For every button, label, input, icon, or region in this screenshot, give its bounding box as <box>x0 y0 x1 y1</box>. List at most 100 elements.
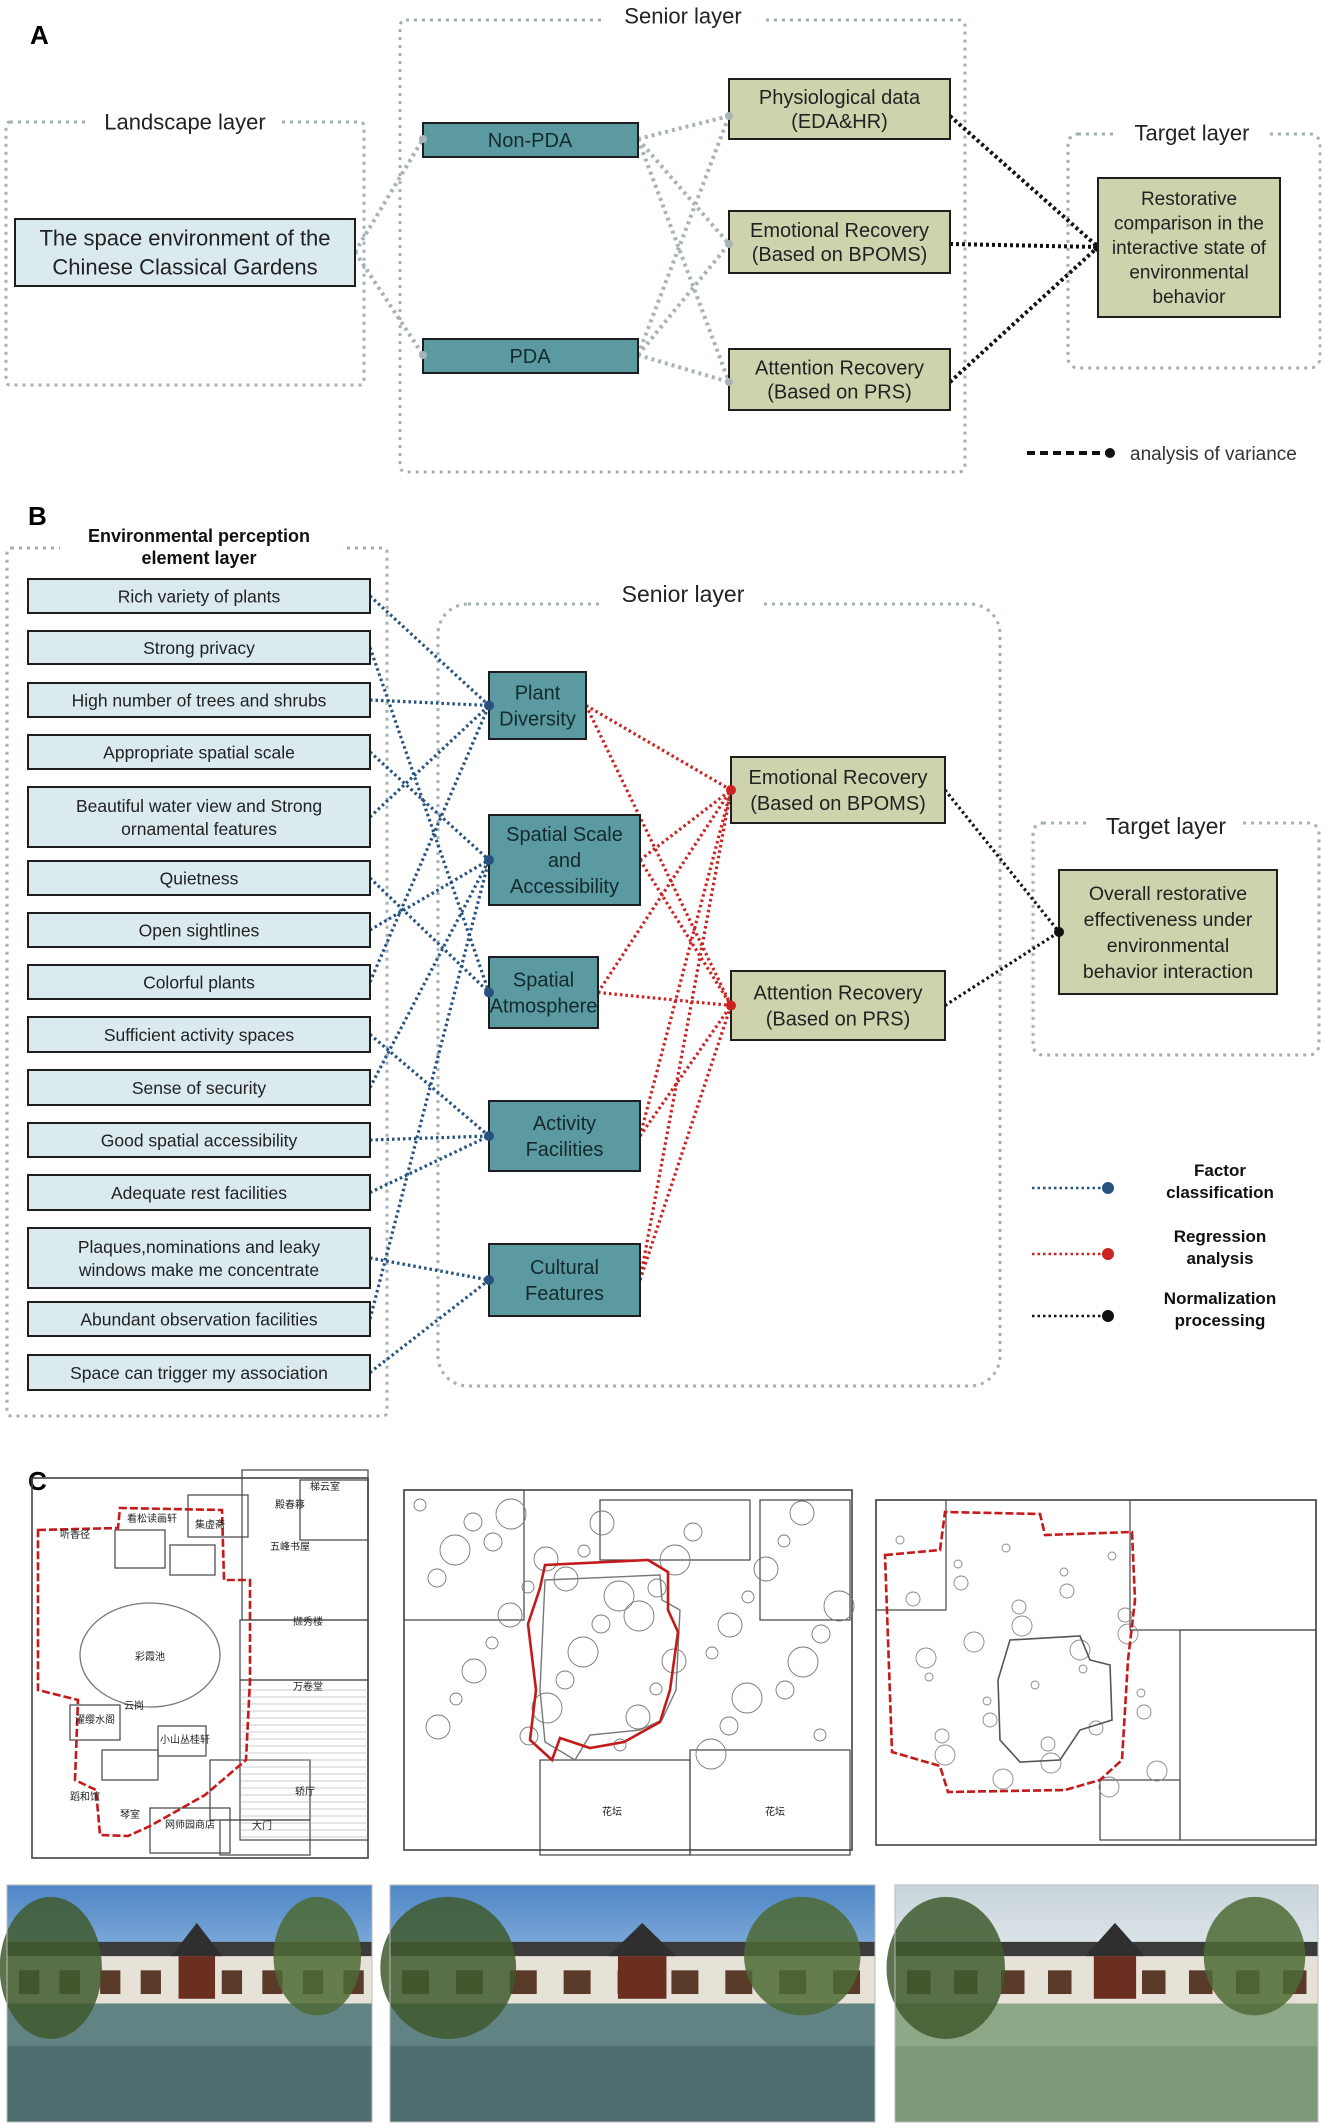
element-node <box>27 1069 371 1106</box>
plan-label: 小山丛桂轩 <box>160 1733 210 1746</box>
photo-pavilion-roof <box>1085 1922 1145 1957</box>
regression-connector <box>585 704 732 792</box>
garden-plan-1: 听香径看松读画轩集虚斋五峰书屋彩霞池濯缨水阁云岗小山丛桂轩蹈和馆琴室殿春簃撷秀楼… <box>31 1469 369 1859</box>
factor-node-text: and <box>548 850 581 872</box>
plan-tree <box>647 1578 667 1598</box>
plan-tree <box>717 1612 743 1638</box>
element-node-text: Good spatial accessibility <box>101 1130 298 1150</box>
outcome-node-emo <box>728 210 951 274</box>
plan-rock <box>982 1696 992 1706</box>
plan-tree <box>741 1590 755 1604</box>
plan-tree <box>483 1532 503 1552</box>
element-node-text: Sufficient activity spaces <box>104 1025 295 1045</box>
element-node-text: windows make me concentrate <box>78 1260 319 1280</box>
landscape-layer-title: Landscape layer <box>104 110 265 135</box>
regression-connector <box>638 789 733 1281</box>
factor-classification-connector <box>368 876 491 994</box>
plan-pond <box>79 1602 221 1708</box>
plan-rock <box>895 1535 905 1545</box>
plan-structure <box>239 1619 369 1681</box>
plan-tree <box>603 1580 635 1612</box>
target-node-a-text: environmental <box>1129 262 1248 283</box>
plan-label: 听香径 <box>60 1528 90 1541</box>
plan-rock <box>1001 1543 1011 1553</box>
plan-label: 看松读画轩 <box>127 1512 177 1525</box>
factor-node-text: Activity <box>533 1113 596 1135</box>
outcome-node-b <box>730 970 946 1041</box>
element-node-text: Colorful plants <box>143 972 255 992</box>
plan-rock <box>924 1672 934 1682</box>
target-node-a-text: interactive state of <box>1112 238 1267 259</box>
connector-a <box>637 114 730 141</box>
plan-tree <box>753 1556 779 1582</box>
photo-frame <box>894 1884 1319 2123</box>
plan-tree <box>625 1704 651 1730</box>
photo-window <box>1001 1970 1025 1995</box>
plan-rock <box>1078 1664 1088 1674</box>
plan-structure <box>539 1759 691 1856</box>
plan-tree <box>449 1692 463 1706</box>
outcome-node-att <box>728 348 951 411</box>
plan-tree <box>463 1512 483 1532</box>
regression-connector <box>638 859 733 1007</box>
plan-tree <box>591 1614 611 1634</box>
element-node <box>27 1227 371 1289</box>
element-layer-title: element layer <box>141 548 256 568</box>
plan-pond <box>997 1635 1113 1763</box>
plan-rock <box>1011 1615 1033 1637</box>
factor-classification-connector <box>368 859 491 1089</box>
plan-rock <box>1098 1776 1120 1798</box>
plan-rock <box>1136 1704 1152 1720</box>
connector-a <box>636 137 731 246</box>
factor-dot <box>484 1275 494 1285</box>
plan-structure <box>219 1819 311 1856</box>
connector-a <box>637 353 730 384</box>
plan-label: 万卷堂 <box>293 1680 323 1693</box>
legend-b-text: Normalization <box>1164 1289 1276 1308</box>
plan-label: 濯缨水阁 <box>75 1713 115 1726</box>
element-node <box>27 786 371 848</box>
plan-tree <box>811 1624 831 1644</box>
element-layer-title: Environmental perception <box>88 526 310 546</box>
factor-node <box>488 1100 641 1172</box>
regression-connector <box>596 789 733 994</box>
plan-label: 五峰书屋 <box>270 1541 310 1553</box>
factor-dot <box>484 855 494 865</box>
legend-b-dot <box>1102 1310 1114 1322</box>
regression-connector <box>638 1004 733 1137</box>
label-mask <box>90 105 280 137</box>
outcome-node-text: Physiological data <box>759 87 921 109</box>
plan-tree <box>427 1568 447 1588</box>
regression-connector <box>638 789 733 1137</box>
senior-layer-title-b: Senior layer <box>622 581 745 607</box>
plan-tree <box>439 1534 471 1566</box>
legend-b-text: classification <box>1166 1183 1274 1202</box>
legend-a-dot <box>1105 448 1115 458</box>
plan-label: 撷秀楼 <box>293 1615 323 1628</box>
factor-dot <box>484 1131 494 1141</box>
plan-rock <box>934 1728 950 1744</box>
photo-window <box>100 1970 121 1995</box>
landscape-node-text: Chinese Classical Gardens <box>52 254 317 279</box>
factor-node-text: Spatial <box>513 970 574 992</box>
plan-tree <box>813 1728 827 1742</box>
factor-classification-connector <box>369 698 490 708</box>
target-node-b-text: environmental <box>1107 935 1229 957</box>
element-node <box>27 578 371 614</box>
landscape-node-text: The space environment of the <box>39 225 330 250</box>
plan-rock <box>1069 1639 1091 1661</box>
factor-dot <box>484 987 494 998</box>
element-node-text: Sense of security <box>132 1078 266 1098</box>
plan-label: 彩霞池 <box>135 1650 165 1663</box>
endpoint-dot <box>725 240 733 248</box>
senior-layer-title-a: Senior layer <box>624 4 741 29</box>
outcome-node-b-text: (Based on BPOMS) <box>750 793 926 815</box>
plan-tree <box>531 1692 563 1724</box>
plan-rock <box>992 1768 1014 1790</box>
element-node-text: Strong privacy <box>143 638 255 658</box>
plan-structure <box>1129 1499 1317 1631</box>
outcome-node-text: (Based on BPOMS) <box>752 244 928 266</box>
plan-tree <box>649 1682 663 1696</box>
plan-rock <box>1107 1551 1117 1561</box>
outcome-dot <box>726 785 736 795</box>
